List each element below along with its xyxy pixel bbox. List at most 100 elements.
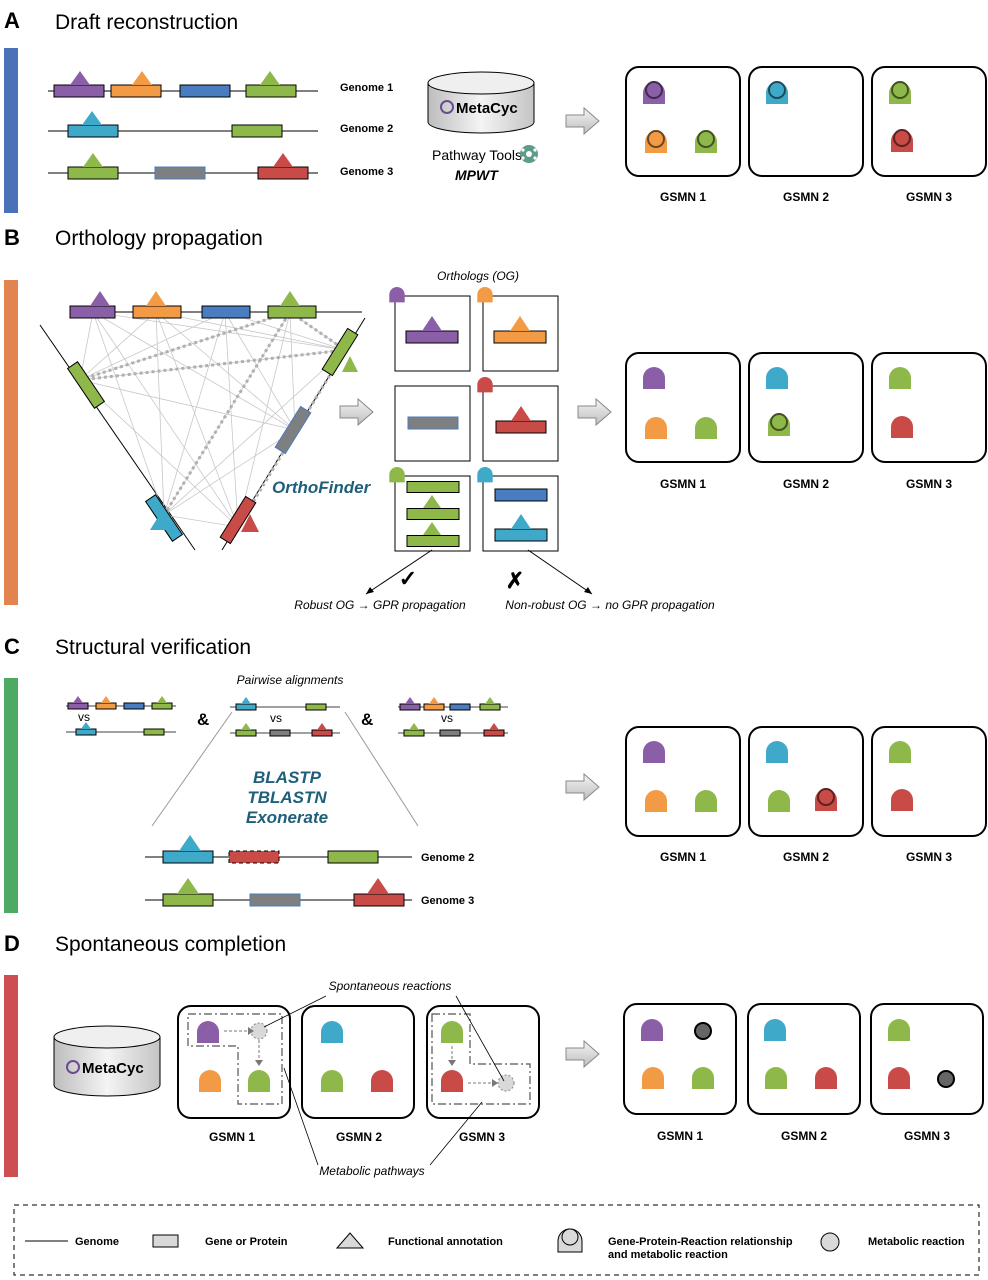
section-c-letter: C <box>4 634 20 659</box>
pair1-top-annot-1 <box>101 696 111 703</box>
robust-arrows <box>365 549 593 595</box>
a-g1-gene-blue <box>179 84 231 98</box>
ortho-link <box>79 379 296 431</box>
ortho-link <box>163 429 296 516</box>
arrowD-shape <box>565 1039 600 1069</box>
legend-gpr-label-1: Gene-Protein-Reaction relationship <box>608 1236 793 1248</box>
d-gsmn1-green-gpr-shape <box>248 1070 270 1092</box>
genome-3-label: Genome 3 <box>340 166 393 178</box>
og5-gpr <box>389 467 405 483</box>
c-gsmn-1-label: GSMN 1 <box>660 850 706 864</box>
zoom-line-right <box>344 711 419 827</box>
a-g3-annot-green <box>83 153 103 167</box>
pair3-bot-annot-0 <box>409 723 419 730</box>
c-gsmn-3-label: GSMN 3 <box>906 850 952 864</box>
d-gsmn3-red-gpr-shape <box>441 1070 463 1092</box>
d-gsmn2-cyan <box>321 1021 343 1043</box>
ortho-link <box>237 311 291 528</box>
b-gsmn1-green <box>695 417 717 439</box>
c-g3-annot-red <box>367 878 389 894</box>
ortho-link <box>79 379 239 528</box>
a-gsmn1-purple <box>643 81 665 104</box>
og1-gpr <box>389 287 405 303</box>
b-gsmn2-cyan <box>766 367 788 389</box>
d-res2-red <box>815 1067 837 1089</box>
a-g3-gene-green <box>67 166 119 180</box>
arrow-b-1 <box>339 397 374 427</box>
legend-annotation-label: Functional annotation <box>388 1236 503 1248</box>
pair3-top-gene-2 <box>449 703 471 711</box>
b-gsmn1-green-gpr-shape <box>695 417 717 439</box>
robust-og-label: Robust OG → GPR propagation <box>294 598 466 612</box>
section-a-color-bar <box>4 48 18 213</box>
b-right-genes-2 <box>274 405 312 455</box>
pair2-bot-annot-2 <box>317 723 327 730</box>
og5-gpr-gpr-shape <box>389 467 405 483</box>
pair1-top-gene-2 <box>123 702 145 710</box>
c-gsmn1-orange <box>645 790 667 812</box>
pair1-top-gene-3 <box>151 702 173 710</box>
pair1-top-annot-3 <box>157 696 167 703</box>
d-result-gsmn-3-label: GSMN 3 <box>904 1129 950 1143</box>
pair1-bot-gene-1 <box>143 728 165 736</box>
arrow-b-2 <box>577 397 612 427</box>
arrow-a <box>565 106 600 136</box>
d-res2-green-gpr-shape <box>765 1067 787 1089</box>
b-top-gene-blue <box>201 305 251 319</box>
pair3-top-gene-1 <box>423 703 445 711</box>
d-gsmn1-orange-gpr-shape <box>199 1070 221 1092</box>
genome-1-label: Genome 1 <box>340 82 393 94</box>
c-g3-gene-gray <box>249 893 301 907</box>
c-gsmn1-green-gpr-shape <box>695 790 717 812</box>
b-gsmn-1-box <box>625 352 741 463</box>
metacyc-database-d: MetaCyc <box>53 1025 161 1097</box>
a-g1-gene-orange <box>110 84 162 98</box>
d-gsmn1-flow-2-head <box>255 1060 263 1066</box>
b-left-gene-cyan <box>144 494 184 542</box>
ortho-strong-link <box>162 311 292 516</box>
d-gsmn2-green <box>321 1070 343 1092</box>
section-a-letter: A <box>4 8 20 33</box>
c-g3-annot-green <box>177 878 199 894</box>
d-gsmn2-red <box>371 1070 393 1092</box>
og5-gene-3 <box>406 535 460 547</box>
nonrobust-og-label: Non-robust OG → no GPR propagation <box>505 598 715 612</box>
a-g1-annot-green <box>260 71 280 85</box>
b-gsmn3-red-gpr-shape <box>891 416 913 438</box>
legend-box <box>13 1204 980 1276</box>
b-gsmn3-green-gpr-shape <box>889 367 911 389</box>
b-right-annot-red <box>241 514 259 532</box>
d-res3-reaction <box>937 1070 955 1088</box>
a-g3-gene-gray <box>154 166 206 180</box>
pair3-top-gene-3 <box>479 703 501 711</box>
d-gsmn3-flow-1-head <box>448 1060 456 1066</box>
a-gsmn3-green-reaction <box>891 81 909 99</box>
pair1-top-gene-0 <box>67 702 89 710</box>
og1-gpr-gpr-shape <box>389 287 405 303</box>
c-gsmn2-green <box>768 790 790 812</box>
d-res2-cyan <box>764 1019 786 1041</box>
section-a-title: Draft reconstruction <box>55 11 238 34</box>
pair2-bot-annot-0 <box>241 723 251 730</box>
section-c-color-bar <box>4 678 18 913</box>
section-d-letter: D <box>4 931 20 956</box>
d-result-2-box <box>747 1003 861 1115</box>
d-gsmn1-orange <box>199 1070 221 1092</box>
ortho-link <box>79 311 226 381</box>
c-gsmn2-cyan <box>766 741 788 763</box>
a-g1-annot-orange <box>132 71 152 85</box>
a-g1-gene-purple <box>53 84 105 98</box>
c-gsmn1-purple <box>643 741 665 763</box>
c-g3-gene-red <box>353 893 405 907</box>
b-top-gene-purple <box>69 305 116 319</box>
d-gsmn2-green-gpr-shape <box>321 1070 343 1092</box>
d-result-3-box <box>870 1003 984 1115</box>
spontaneous-reactions-label: Spontaneous reactions <box>329 979 452 993</box>
og5-annot-3 <box>423 522 441 535</box>
metacyc-logo-text: MetaCyc <box>456 100 518 117</box>
b-top-annot-purple <box>90 291 110 306</box>
a-gsmn1-orange <box>645 130 667 153</box>
a-gsmn2-cyan-reaction <box>768 81 786 99</box>
c-genome-3-label: Genome 3 <box>421 895 474 907</box>
a-gsmn1-green <box>695 130 717 153</box>
